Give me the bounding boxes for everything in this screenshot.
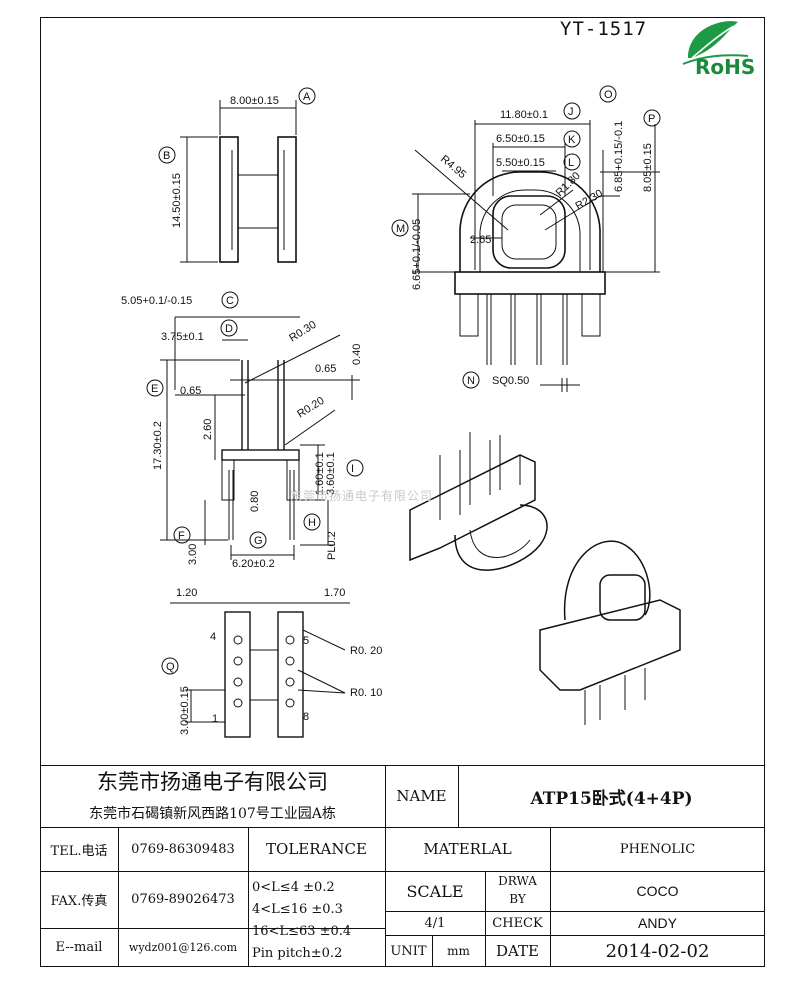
technical-drawing: A 8.00±0.15 B 14.50±0.15 C 5.05+0.1/-0.1… xyxy=(121,85,681,738)
dim-o-tag: O xyxy=(604,89,613,101)
dim-p-tag: P xyxy=(648,113,655,125)
tolerance-row-3: 16<L≤63 ±0.4 xyxy=(252,923,352,939)
check-label: CHECK xyxy=(492,915,543,931)
rohs-leaf-icon xyxy=(682,21,749,65)
dim-m-tag: M xyxy=(396,223,405,235)
tel-value: 0769-86309483 xyxy=(131,841,235,857)
unit-label: UNIT xyxy=(390,943,427,959)
tel-label: TEL.电话 xyxy=(50,843,108,859)
rohs-label: RoHS xyxy=(695,55,756,79)
dim-a-tag: A xyxy=(303,91,311,103)
dim-e-tag: E xyxy=(151,383,158,395)
iso-view-2 xyxy=(539,540,681,725)
iso-view-1 xyxy=(409,432,548,571)
date-label: DATE xyxy=(496,942,539,960)
dim-b-text: 14.50±0.15 xyxy=(171,173,183,228)
dim-o-text: 6.85+0.15/-0.1 xyxy=(613,121,625,192)
dim-g-tag: G xyxy=(254,535,263,547)
dim-n-text: SQ0.50 xyxy=(492,375,529,387)
dim-c-tag: C xyxy=(226,295,234,307)
scale-value: 4/1 xyxy=(424,915,446,931)
date-value: 2014-02-02 xyxy=(605,940,710,962)
dim-b-tag: B xyxy=(163,150,170,162)
front-view-j-p xyxy=(412,120,660,392)
pin-1-label: 1 xyxy=(212,713,218,725)
tolerance-row-1: 0<L≤4 ±0.2 xyxy=(252,879,335,895)
pin-8-label: 8 xyxy=(303,711,309,723)
tolerance-label: TOLERANCE xyxy=(266,840,367,858)
dim-p-text: 8.05±0.15 xyxy=(642,143,654,192)
note-pl: PL0.2 xyxy=(326,531,338,560)
dim-a-text: 8.00±0.15 xyxy=(230,95,279,107)
note-r020: R0.20 xyxy=(295,395,326,421)
note-r230: R2.30 xyxy=(574,188,605,213)
note-065a: 0.65 xyxy=(180,385,201,397)
dim-k-tag: K xyxy=(568,134,576,146)
drawing-border xyxy=(40,17,765,967)
note-170: 1.70 xyxy=(324,587,345,599)
drawing-number: YT-1517 xyxy=(560,18,648,40)
dim-q-tag: Q xyxy=(166,661,175,673)
dim-g-text: 6.20±0.2 xyxy=(232,558,275,570)
dim-c-text: 5.05+0.1/-0.15 xyxy=(121,295,192,307)
dim-i-tag: I xyxy=(351,463,354,475)
material-value: PHENOLIC xyxy=(619,841,696,857)
unit-value: mm xyxy=(447,944,470,958)
dim-d-text: 3.75±0.1 xyxy=(161,331,204,343)
dim-j-tag: J xyxy=(568,106,574,118)
drwa-label-1: DRWA xyxy=(498,874,537,888)
dim-f-text: 3.00 xyxy=(187,544,199,565)
company-name: 东莞市扬通电子有限公司 xyxy=(97,770,328,794)
top-view-a-b xyxy=(180,100,297,263)
dim-m-text: 6.65+0.1/-0.05 xyxy=(411,219,423,290)
dim-j-text: 11.80±0.1 xyxy=(500,109,548,121)
scale-label: SCALE xyxy=(406,881,464,901)
note-040: 0.40 xyxy=(351,344,363,365)
email-label: E--mail xyxy=(55,940,103,955)
dim-l-tag: L xyxy=(568,157,574,169)
pin-4-label: 4 xyxy=(210,631,216,643)
pin-5-label: 5 xyxy=(303,635,309,647)
note-r020b: R0. 20 xyxy=(350,645,382,657)
check-value: ANDY xyxy=(638,915,677,931)
side-view-c-i xyxy=(160,316,360,560)
note-080: 0.80 xyxy=(249,491,261,512)
dim-e-text: 17.30±0.2 xyxy=(152,421,164,470)
dim-q-text: 3.00±0.15 xyxy=(179,686,191,735)
dim-d-tag: D xyxy=(225,323,233,335)
email-value: wydz001@126.com xyxy=(128,941,238,954)
dim-l-text: 5.50±0.15 xyxy=(496,157,545,169)
material-label: MATERLAL xyxy=(423,840,512,858)
note-r010: R0. 10 xyxy=(350,687,382,699)
bottom-view-q xyxy=(170,602,350,738)
part-name: ATP15卧式(4+4P) xyxy=(530,788,693,809)
title-block: 东莞市扬通电子有限公司 东莞市石碣镇新风西路107号工业园A栋 NAME ATP… xyxy=(40,765,765,967)
note-r030: R0.30 xyxy=(287,319,318,345)
tolerance-row-2: 4<L≤16 ±0.3 xyxy=(252,901,343,917)
dim-i-text: 3.60±0.1 xyxy=(325,452,337,495)
note-r495: R4.95 xyxy=(438,153,468,181)
drwa-label-2: BY xyxy=(509,892,526,906)
drawn-by-value: COCO xyxy=(636,883,679,899)
dim-f-tag: F xyxy=(178,530,185,542)
note-260: 2.60 xyxy=(202,419,214,440)
dim-h-text: 1.60±0.1 xyxy=(314,452,326,495)
dim-h-tag: H xyxy=(308,517,316,529)
dim-n-tag: N xyxy=(467,375,475,387)
name-label: NAME xyxy=(396,787,447,805)
watermark: 东莞市扬通电子有限公司 xyxy=(290,489,434,503)
note-265: 2.65 xyxy=(470,234,491,246)
tolerance-row-4: Pin pitch±0.2 xyxy=(252,945,343,961)
note-065b: 0.65 xyxy=(315,363,336,375)
note-120: 1.20 xyxy=(176,587,197,599)
company-address: 东莞市石碣镇新风西路107号工业园A栋 xyxy=(89,806,336,822)
fax-value: 0769-89026473 xyxy=(131,892,235,907)
dim-k-text: 6.50±0.15 xyxy=(496,133,545,145)
fax-label: FAX.传真 xyxy=(50,894,108,909)
